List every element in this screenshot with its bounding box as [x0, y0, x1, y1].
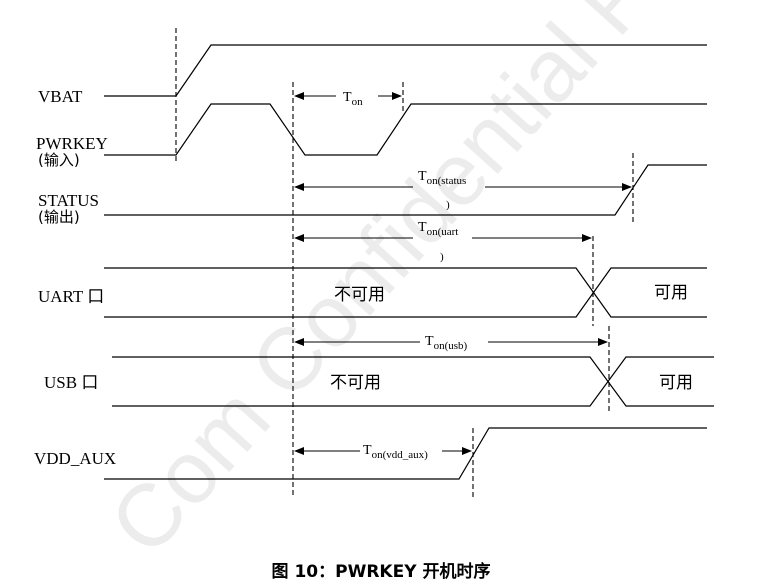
usb-state-available: 可用: [659, 373, 693, 393]
usb-state-unavailable: 不可用: [330, 373, 381, 393]
label-usb: USB 口: [44, 373, 98, 392]
pwrkey-waveform: [104, 103, 707, 156]
label-pwrkey: PWRKEY: [36, 134, 108, 153]
timing-label-t-uart: Ton(uart: [418, 220, 458, 238]
uart-state-unavailable: 不可用: [334, 285, 385, 305]
label-vbat: VBAT: [38, 87, 83, 106]
vbat-waveform: [104, 44, 707, 97]
label-status: STATUS: [38, 191, 99, 210]
timing-label-t-status-tail: ): [446, 199, 450, 211]
figure-caption: 图 10：PWRKEY 开机时序: [272, 561, 491, 582]
usb-bus-bottom: [112, 356, 714, 407]
timing-label-t-on: Ton: [343, 90, 363, 108]
label-status-direction: (输出): [38, 208, 80, 226]
uart-state-available: 可用: [654, 283, 688, 303]
label-vdd-aux: VDD_AUX: [34, 449, 116, 468]
timing-label-t-uart-tail: ): [440, 251, 444, 263]
label-pwrkey-direction: (输入): [38, 151, 80, 169]
label-uart: UART 口: [38, 287, 104, 306]
uart-bus-bottom: [104, 267, 707, 318]
timing-label-t-usb: Ton(usb): [425, 334, 468, 352]
vdd-aux-waveform: [104, 427, 707, 480]
timing-label-t-status: Ton(status: [418, 169, 466, 187]
timing-label-t-vdd-aux: Ton(vdd_aux): [363, 443, 428, 461]
